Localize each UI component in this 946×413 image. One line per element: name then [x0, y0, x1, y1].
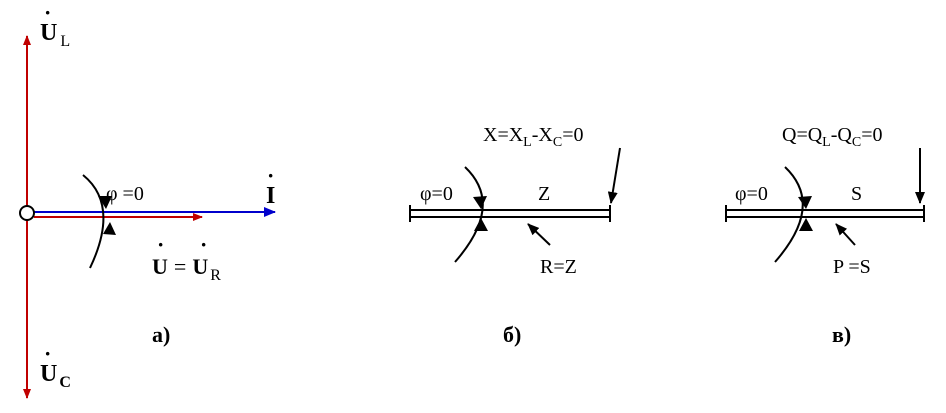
phi-arrow-c2 — [799, 218, 813, 231]
phi-arc-a — [82, 174, 105, 269]
phi-arrow-c1 — [798, 196, 812, 209]
phi-label-b: φ=0 — [420, 183, 453, 205]
caption-a: а) — [152, 322, 170, 347]
power-diagram-c: Q=QL-QC=0 φ=0 S P =S в) — [725, 124, 925, 347]
origin-node — [19, 205, 35, 221]
caption-c: в) — [832, 322, 851, 347]
phi-arc-c — [774, 166, 804, 263]
phi-arrow-b1 — [473, 196, 487, 209]
s-label: S — [851, 183, 862, 205]
impedance-diagram-b: X=XL-XC=0 φ=0 Z R=Z б) — [409, 124, 621, 347]
phi-arc-b — [454, 166, 484, 263]
z-label: Z — [538, 183, 550, 205]
u-dot: · — [157, 232, 164, 257]
phi-arrow-a2 — [103, 222, 116, 235]
uc-dot: · — [44, 341, 51, 366]
phi-arrow-b2 — [474, 218, 488, 231]
ps-label: P =S — [833, 256, 871, 278]
q-equation: Q=QL-QC=0 — [782, 124, 882, 150]
phi-label-a: φ =0 — [106, 183, 144, 205]
caption-b: б) — [503, 322, 521, 347]
ur-dot: · — [200, 232, 207, 257]
ul-dot: · — [44, 0, 51, 25]
rz-label: R=Z — [540, 256, 577, 278]
r-pointer — [527, 223, 551, 246]
i-dot: · — [267, 163, 274, 188]
x-equation: X=XL-XC=0 — [483, 124, 583, 150]
x-pointer — [607, 147, 621, 204]
phi-arrow-a1 — [98, 196, 112, 209]
i-label: I — [266, 183, 275, 209]
p-pointer — [835, 223, 856, 246]
phi-label-c: φ=0 — [735, 183, 768, 205]
